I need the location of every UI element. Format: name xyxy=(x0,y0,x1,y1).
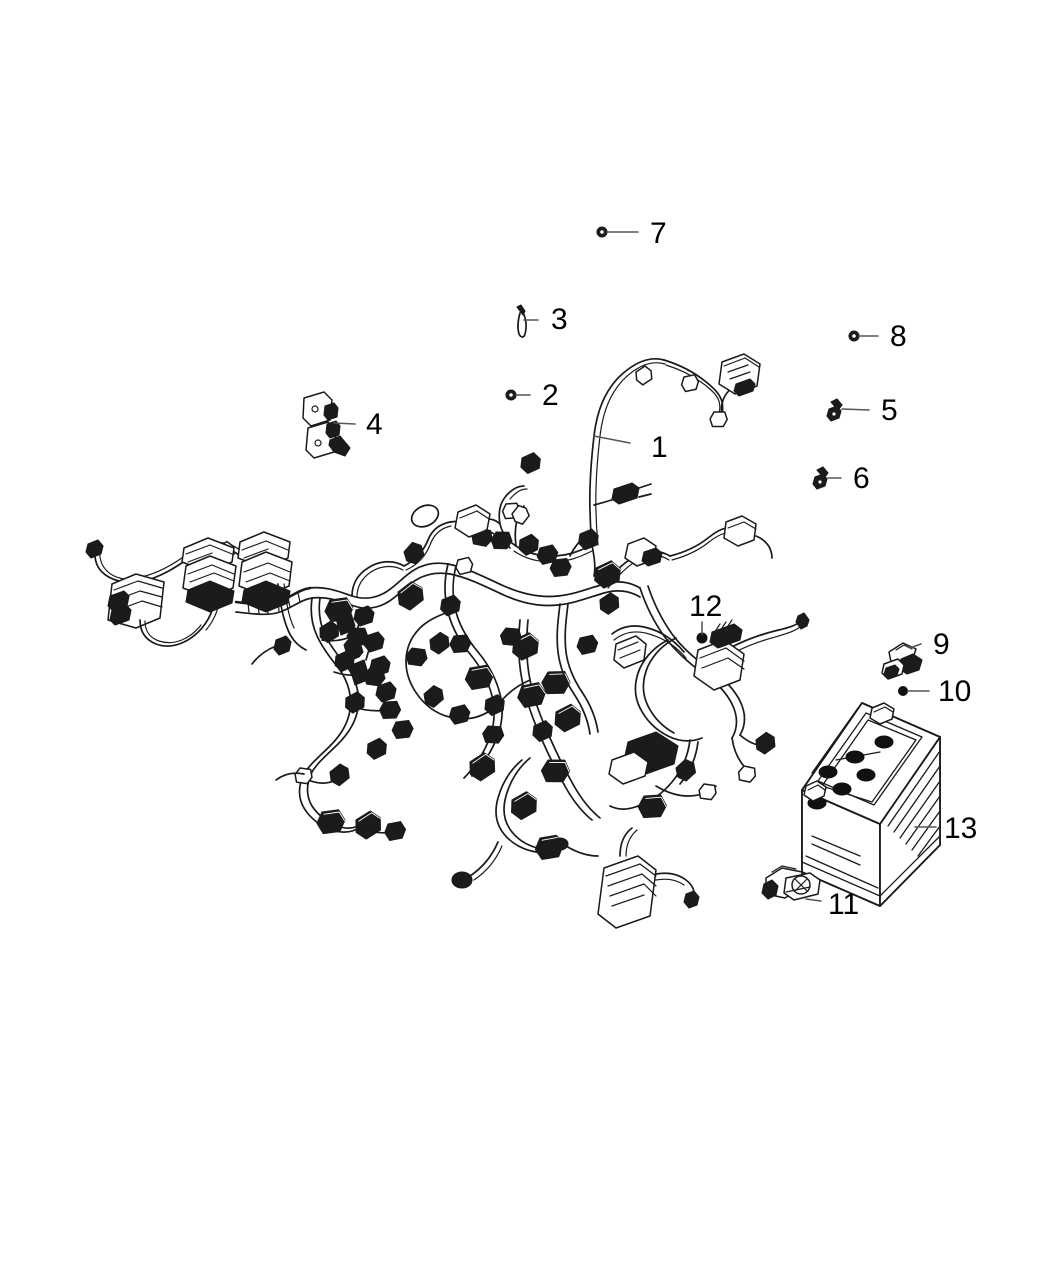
battery-part xyxy=(801,702,941,907)
callout-label-8: 8 xyxy=(890,320,907,353)
callout-label-11: 11 xyxy=(828,888,860,921)
main-harness-body xyxy=(85,504,810,929)
fastener-item-7 xyxy=(596,226,608,238)
fastener-item-2 xyxy=(505,389,517,401)
callout-label-9: 9 xyxy=(933,628,950,661)
leader-lines xyxy=(333,231,937,902)
callout-label-1: 1 xyxy=(651,431,668,464)
leader-1 xyxy=(593,435,631,444)
harness-drawing xyxy=(85,226,941,929)
battery-hold-down-clamp-part xyxy=(761,865,821,901)
leader-11 xyxy=(805,898,822,902)
callout-label-12: 12 xyxy=(689,590,723,623)
fastener-item-8 xyxy=(848,330,860,342)
callout-label-10: 10 xyxy=(938,675,972,708)
callout-label-4: 4 xyxy=(366,408,383,441)
harness-mounting-bracket-part xyxy=(302,391,351,459)
battery-terminal-connector-part xyxy=(881,642,923,680)
callout-label-2: 2 xyxy=(542,379,559,412)
fastener-item-5 xyxy=(826,398,843,422)
leader-4 xyxy=(333,422,356,425)
upper-harness-branch xyxy=(467,353,761,577)
leader-9 xyxy=(909,643,922,649)
fastener-item-6 xyxy=(812,466,829,490)
fastener-item-10 xyxy=(898,686,908,696)
callout-label-3: 3 xyxy=(551,303,568,336)
fastener-item-3 xyxy=(516,304,527,338)
leader-5 xyxy=(841,408,870,411)
callout-label-13: 13 xyxy=(944,812,978,845)
callout-label-5: 5 xyxy=(881,394,898,427)
callout-label-6: 6 xyxy=(853,462,870,495)
callout-label-7: 7 xyxy=(650,217,667,250)
